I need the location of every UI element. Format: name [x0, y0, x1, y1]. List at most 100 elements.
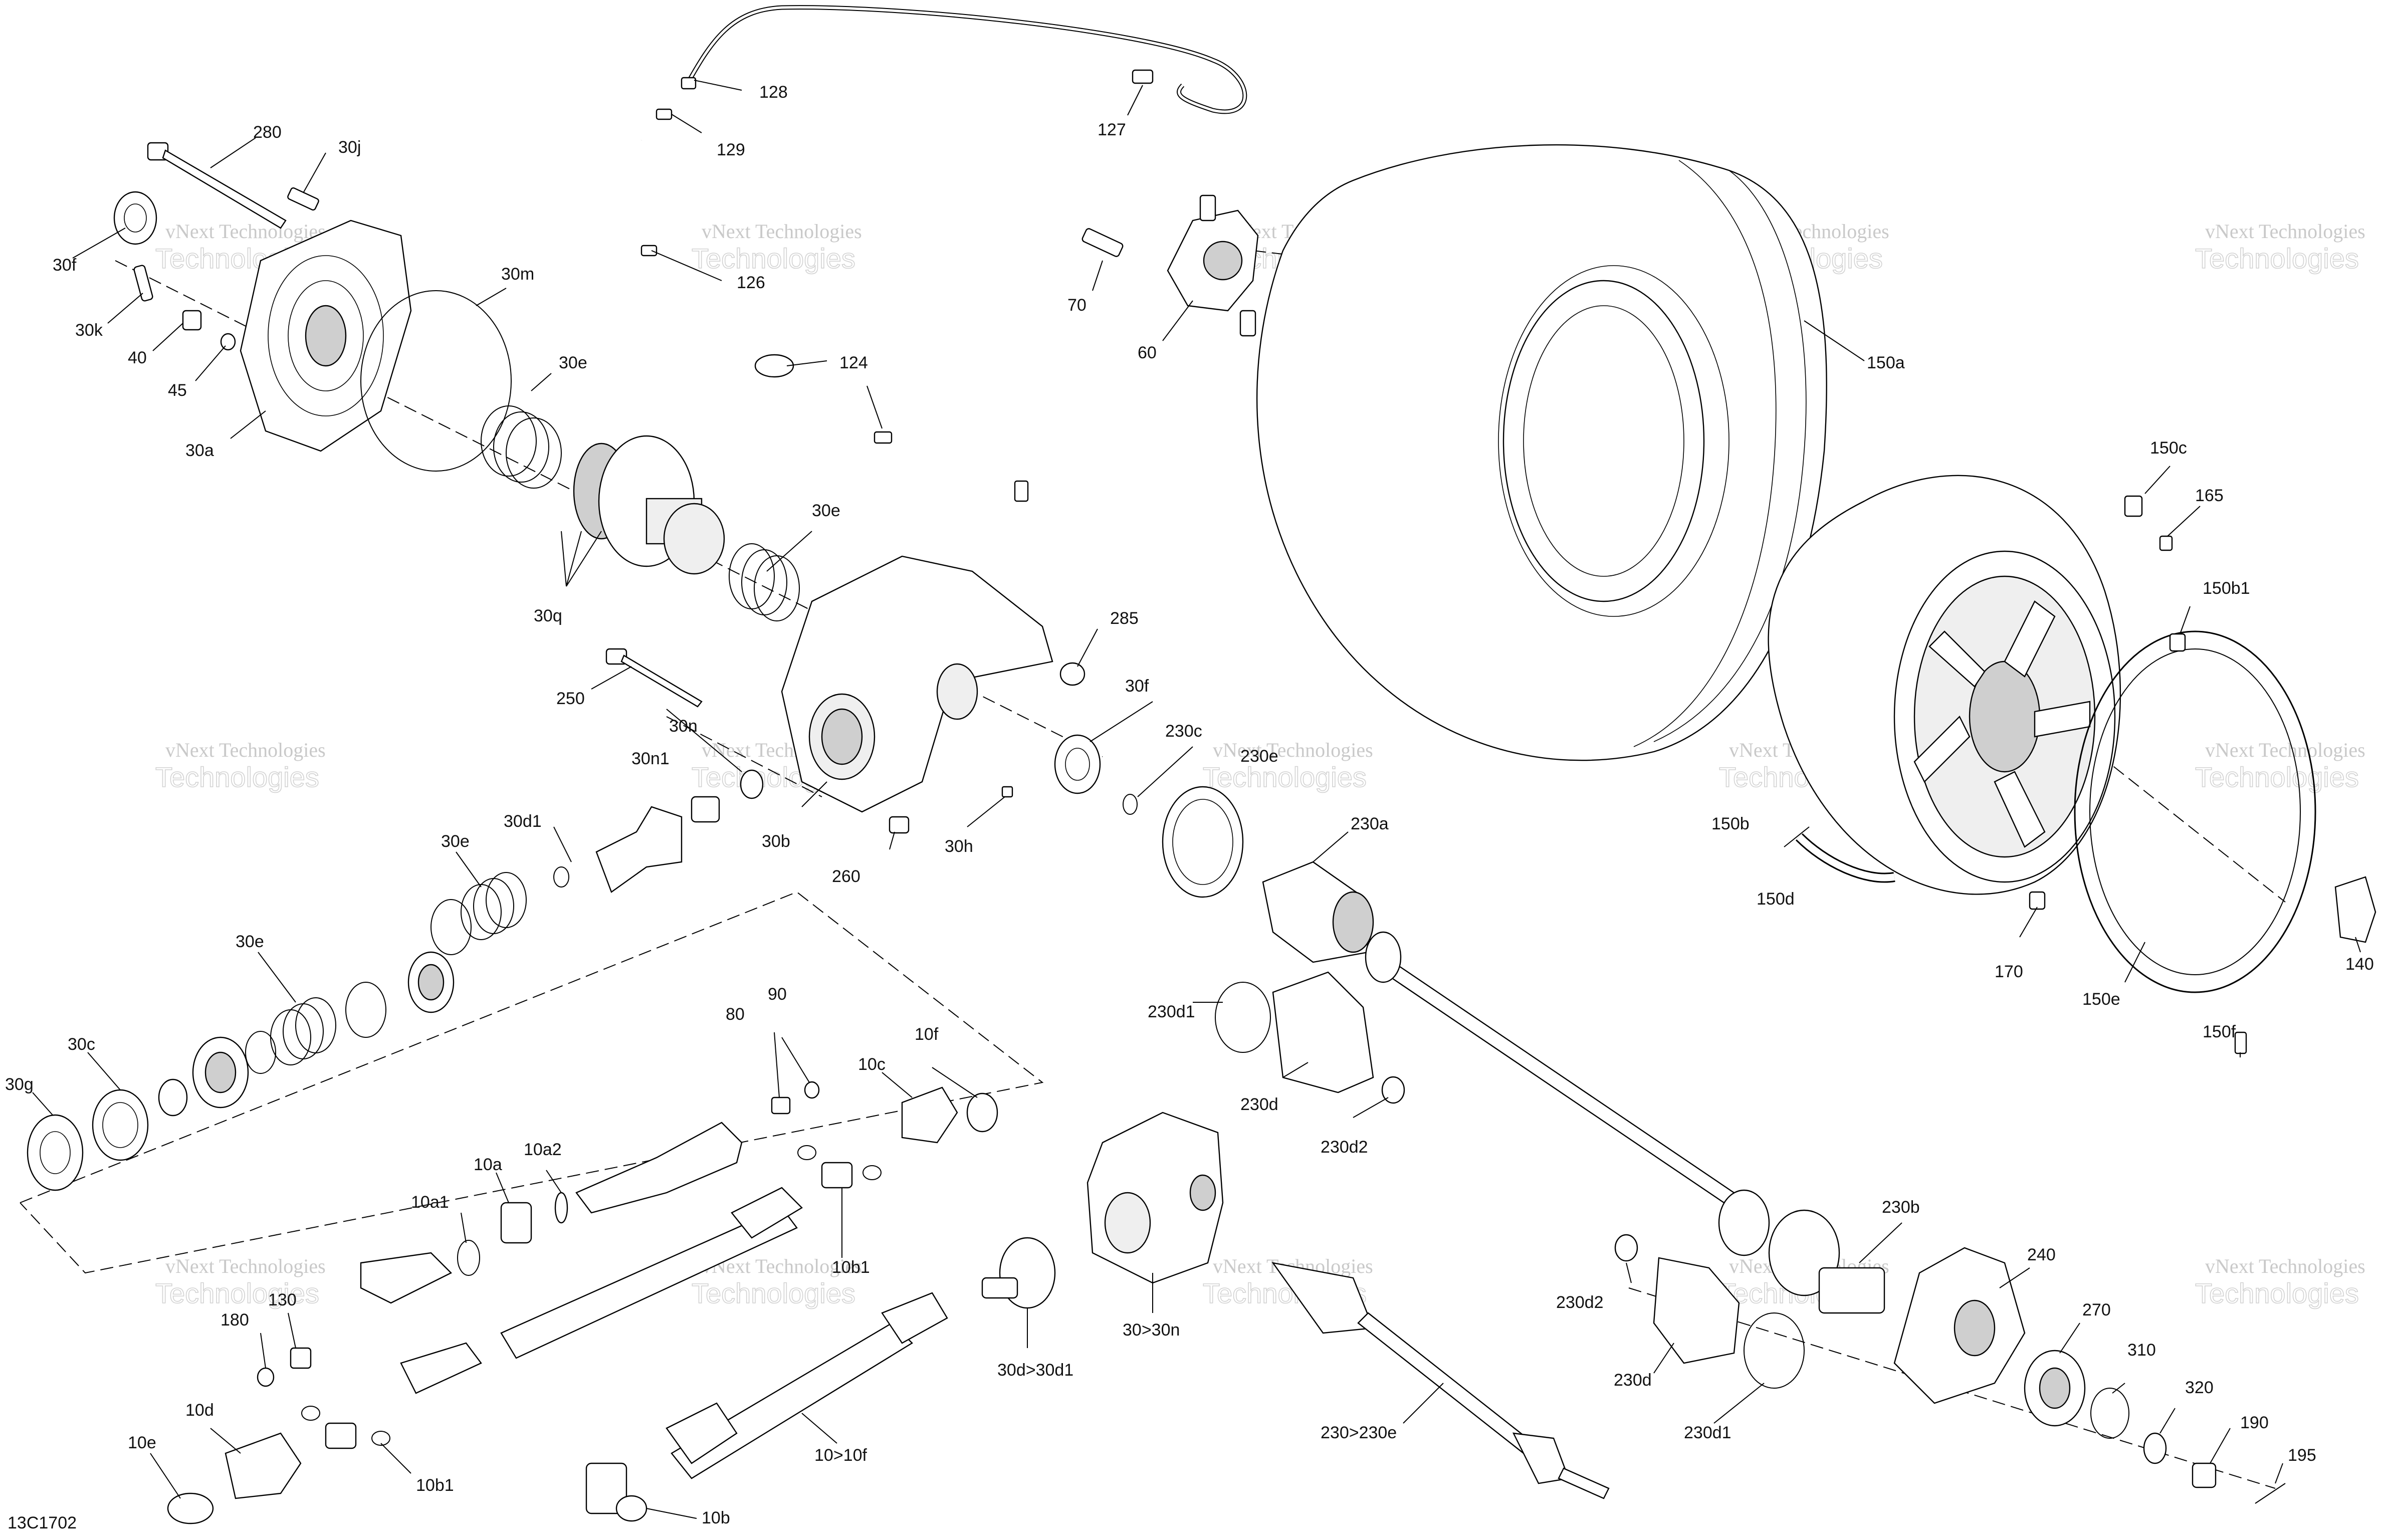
seal-30f-left: [113, 191, 157, 245]
nut-230d2-lower: [1614, 1234, 1638, 1262]
yoke-10d-seal-10e: [167, 1432, 302, 1524]
watermark-text: Technologies: [155, 1277, 319, 1309]
small-nuts: [1795, 495, 2247, 1054]
part-labels: 280 30j 30f 30k 40 45 30a 30m 30e 30q 30…: [5, 83, 2374, 1532]
watermark-text: Technologies: [692, 243, 855, 274]
propshaft-10-10f: [666, 1292, 948, 1479]
part-label-45: 45: [168, 381, 187, 400]
hub-140: [2334, 876, 2376, 943]
tire-150a: [1256, 144, 1827, 761]
part-label-150d: 150d: [1757, 890, 1795, 909]
part-label-30a: 30a: [185, 441, 214, 460]
part-label-320: 320: [2185, 1378, 2214, 1397]
watermark-text: vNext Technologies: [2205, 739, 2365, 761]
part-label-230a: 230a: [1351, 814, 1389, 833]
part-label-230d: 230d: [1240, 1095, 1278, 1114]
watermark-text: Technologies: [2195, 243, 2359, 274]
watermark-text: vNext Technologies: [165, 1255, 326, 1277]
watermark-text: vNext Technologies: [165, 739, 326, 761]
watermark-text: vNext Technologies: [702, 220, 862, 243]
plug-40: [182, 310, 202, 331]
cv-joint-230c: [1123, 786, 1244, 898]
ring-10a1: [457, 1240, 480, 1276]
part-label-30k: 30k: [75, 321, 103, 340]
watermark-text: vNext Technologies: [2205, 1255, 2365, 1277]
clip-parts: [640, 69, 1154, 502]
part-label-126: 126: [737, 273, 765, 292]
washer-320: [2143, 1432, 2167, 1464]
pinion-30d1: [595, 806, 683, 893]
bearing-30n: [740, 769, 764, 799]
part-label-150f: 150f: [2203, 1022, 2236, 1041]
part-label-230c: 230c: [1165, 722, 1202, 741]
part-label-10b1: 10b1: [416, 1476, 454, 1495]
part-label-130: 130: [268, 1290, 297, 1309]
part-label-30g: 30g: [5, 1075, 34, 1094]
knuckle-60: [1167, 194, 1259, 337]
seal-10f: [966, 1092, 998, 1133]
part-label-30m: 30m: [501, 265, 534, 284]
u-joint-10b1-right: [797, 1145, 882, 1189]
part-label-30q: 30q: [534, 606, 562, 625]
part-label-129: 129: [717, 140, 745, 159]
boot-230d-lower: [1653, 1257, 1740, 1364]
part-label-230e: 230e: [1240, 747, 1278, 766]
part-label-30d1: 30d1: [504, 812, 542, 831]
part-label-240: 240: [2027, 1245, 2056, 1264]
part-label-230d2: 230d2: [1321, 1138, 1368, 1157]
part-label-128: 128: [759, 83, 788, 102]
u-joint-10b: [585, 1462, 647, 1522]
watermark-text: vNext Technologies: [165, 220, 326, 243]
part-label-150e: 150e: [2082, 990, 2120, 1009]
part-label-40: 40: [128, 348, 147, 367]
part-label-10a: 10a: [474, 1155, 502, 1174]
plug-30h: [1001, 786, 1013, 798]
part-label-310: 310: [2127, 1341, 2156, 1360]
part-label-30b: 30b: [762, 832, 790, 851]
part-label-230d2: 230d2: [1556, 1293, 1604, 1312]
watermark-text: Technologies: [2195, 1277, 2359, 1309]
u-joint-10b1-left: [301, 1406, 390, 1449]
part-label-10c: 10c: [858, 1055, 886, 1074]
part-label-140: 140: [2345, 955, 2374, 974]
part-label-124: 124: [839, 353, 868, 372]
differential-30-30n: [1087, 1112, 1224, 1284]
washer-45: [220, 333, 236, 351]
bearing-stack-30c: [27, 951, 455, 1191]
part-label-250: 250: [556, 689, 585, 708]
part-label-195: 195: [2288, 1446, 2316, 1465]
part-label-90: 90: [768, 985, 787, 1004]
part-label-30e: 30e: [812, 501, 840, 520]
bolt-30j: [287, 187, 319, 211]
part-label-10f: 10f: [915, 1025, 939, 1044]
cotter-pin-195: [2255, 1483, 2286, 1504]
part-label-165: 165: [2195, 486, 2224, 505]
part-label-10b1: 10b1: [832, 1258, 870, 1277]
bolts-180-130: [257, 1347, 312, 1387]
watermark-text: vNext Technologies: [1213, 739, 1373, 761]
part-label-230d1: 230d1: [1684, 1423, 1731, 1442]
part-label-190: 190: [2240, 1413, 2269, 1432]
part-label-30f: 30f: [1125, 677, 1149, 696]
knuckle-240: [1893, 1247, 2026, 1404]
part-label-150a: 150a: [1867, 353, 1905, 372]
cv-joint-230a: [1262, 861, 1374, 963]
part-label-170: 170: [1995, 962, 2023, 981]
part-label-285: 285: [1110, 609, 1139, 628]
part-label-10e: 10e: [128, 1433, 156, 1452]
part-label-10-10f: 10>10f: [814, 1446, 867, 1465]
shims-30e-left: [430, 866, 569, 955]
nut-190: [2192, 1462, 2217, 1488]
part-label-150b1: 150b1: [2203, 579, 2250, 598]
part-label-270: 270: [2082, 1300, 2111, 1319]
circlip-310: [2090, 1388, 2129, 1439]
nut-230d2-upper: [1381, 1076, 1405, 1104]
pin-30k: [133, 265, 153, 302]
part-label-30f: 30f: [53, 256, 77, 275]
part-label-30-30n: 30>30n: [1123, 1321, 1180, 1340]
housing-30a: [240, 219, 412, 452]
watermark-text: Technologies: [692, 1277, 855, 1309]
part-label-80: 80: [726, 1005, 745, 1024]
brake-line-128: [685, 5, 1247, 114]
